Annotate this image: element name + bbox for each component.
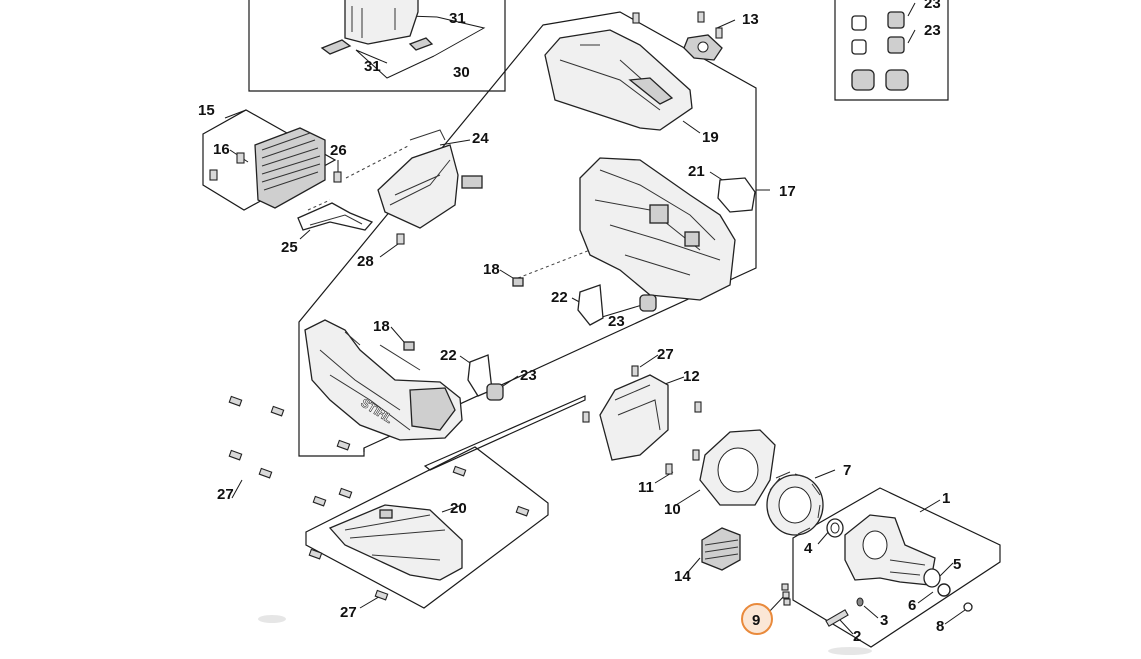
- part-lower-housing: [304, 319, 463, 441]
- callout-26[interactable]: 26: [330, 142, 347, 159]
- part-5-seal: [923, 568, 941, 588]
- callout-9[interactable]: 9: [752, 612, 760, 629]
- callout-23d[interactable]: 23: [520, 367, 537, 384]
- part-9-nipple: [781, 583, 791, 606]
- callout-2[interactable]: 2: [853, 628, 861, 645]
- frame-cover-20: [305, 446, 549, 609]
- part-18-nut-upper: [512, 277, 524, 287]
- frame-crankcase-1: [792, 487, 1001, 648]
- callout-13[interactable]: 13: [742, 11, 759, 28]
- part-8-ring: [963, 602, 973, 612]
- callout-24[interactable]: 24: [472, 130, 489, 147]
- callout-7[interactable]: 7: [843, 462, 851, 479]
- callout-25[interactable]: 25: [281, 239, 298, 256]
- part-10-starter-cover: [699, 429, 776, 506]
- callout-18a[interactable]: 18: [483, 261, 500, 278]
- part-4-seal: [826, 518, 844, 538]
- part-1-crankcase: [844, 514, 936, 586]
- callout-10[interactable]: 10: [664, 501, 681, 518]
- part-26-screw: [333, 171, 342, 183]
- callout-1[interactable]: 1: [942, 490, 950, 507]
- callout-8[interactable]: 8: [936, 618, 944, 635]
- callout-27c[interactable]: 27: [340, 604, 357, 621]
- callout-19[interactable]: 19: [702, 129, 719, 146]
- part-23-bushings: [851, 11, 909, 91]
- callout-17[interactable]: 17: [779, 183, 796, 200]
- part-22-clip-upper: [577, 284, 604, 326]
- part-24-bracket: [377, 129, 483, 229]
- part-27-screws: [228, 395, 530, 601]
- part-14-filter-element: [701, 527, 741, 571]
- callout-16[interactable]: 16: [213, 141, 230, 158]
- part-19-handle-cover: [544, 29, 693, 131]
- callout-18b[interactable]: 18: [373, 318, 390, 335]
- callout-23a[interactable]: 23: [924, 0, 941, 12]
- callout-11[interactable]: 11: [638, 479, 654, 496]
- callout-30[interactable]: 30: [453, 64, 470, 81]
- callout-12[interactable]: 12: [683, 368, 700, 385]
- callout-31a[interactable]: 31: [449, 10, 466, 27]
- part-21-gasket: [717, 177, 756, 213]
- callout-15[interactable]: 15: [198, 102, 215, 119]
- highlight-ring-9: [741, 603, 773, 635]
- callout-23b[interactable]: 23: [924, 22, 941, 39]
- part-23-bush-upper: [639, 294, 657, 312]
- part-11-screws: [665, 449, 700, 475]
- callout-23c[interactable]: 23: [608, 313, 625, 330]
- part-23-bush-lower: [486, 383, 504, 401]
- part-13-screws: [632, 11, 723, 39]
- callout-6[interactable]: 6: [908, 597, 916, 614]
- callout-22a[interactable]: 22: [551, 289, 568, 306]
- callout-20[interactable]: 20: [450, 500, 467, 517]
- frame-top-right-box: [834, 0, 949, 101]
- part-30-clip: [408, 37, 434, 51]
- callout-5[interactable]: 5: [953, 556, 961, 573]
- frame-lower-pad-link: [423, 395, 586, 471]
- part-18-nut-lower: [403, 341, 415, 351]
- part-3-pin: [856, 597, 864, 607]
- part-25-wire-bracket: [297, 202, 374, 231]
- part-12-fan-housing: [599, 374, 669, 461]
- callout-31b[interactable]: 31: [364, 58, 381, 75]
- part-20-cover: [328, 504, 463, 581]
- part-17-main-housing: [579, 157, 736, 301]
- frame-top-left-box: [248, 0, 506, 92]
- callout-labels: 31 31 30 13 23 23 15 16 26 24 19 21 17 2…: [198, 0, 961, 645]
- part-tank-bracket: [344, 0, 419, 45]
- part-2-screw: [825, 609, 849, 627]
- part-15-air-filter: [254, 127, 326, 209]
- part-22-clip-lower: [467, 354, 493, 397]
- assembly-dash-lines: [307, 144, 591, 279]
- watermark-smudge-bottom: [828, 647, 872, 655]
- part-6-circlip: [937, 583, 951, 597]
- callout-28[interactable]: 28: [357, 253, 374, 270]
- callout-3[interactable]: 3: [880, 612, 888, 629]
- callout-14[interactable]: 14: [674, 568, 691, 585]
- callout-27a[interactable]: 27: [657, 346, 674, 363]
- watermark-smudge-left: [258, 615, 286, 623]
- part-13-grommet: [683, 34, 723, 61]
- part-16-screw: [209, 152, 245, 181]
- part-31-clip: [320, 39, 352, 55]
- part-12-screws: [582, 365, 702, 423]
- callout-4[interactable]: 4: [804, 540, 813, 557]
- callout-21[interactable]: 21: [688, 163, 705, 180]
- part-7-flywheel: [766, 471, 824, 536]
- callout-27b[interactable]: 27: [217, 486, 234, 503]
- callout-22b[interactable]: 22: [440, 347, 457, 364]
- part-28-screw: [396, 233, 405, 245]
